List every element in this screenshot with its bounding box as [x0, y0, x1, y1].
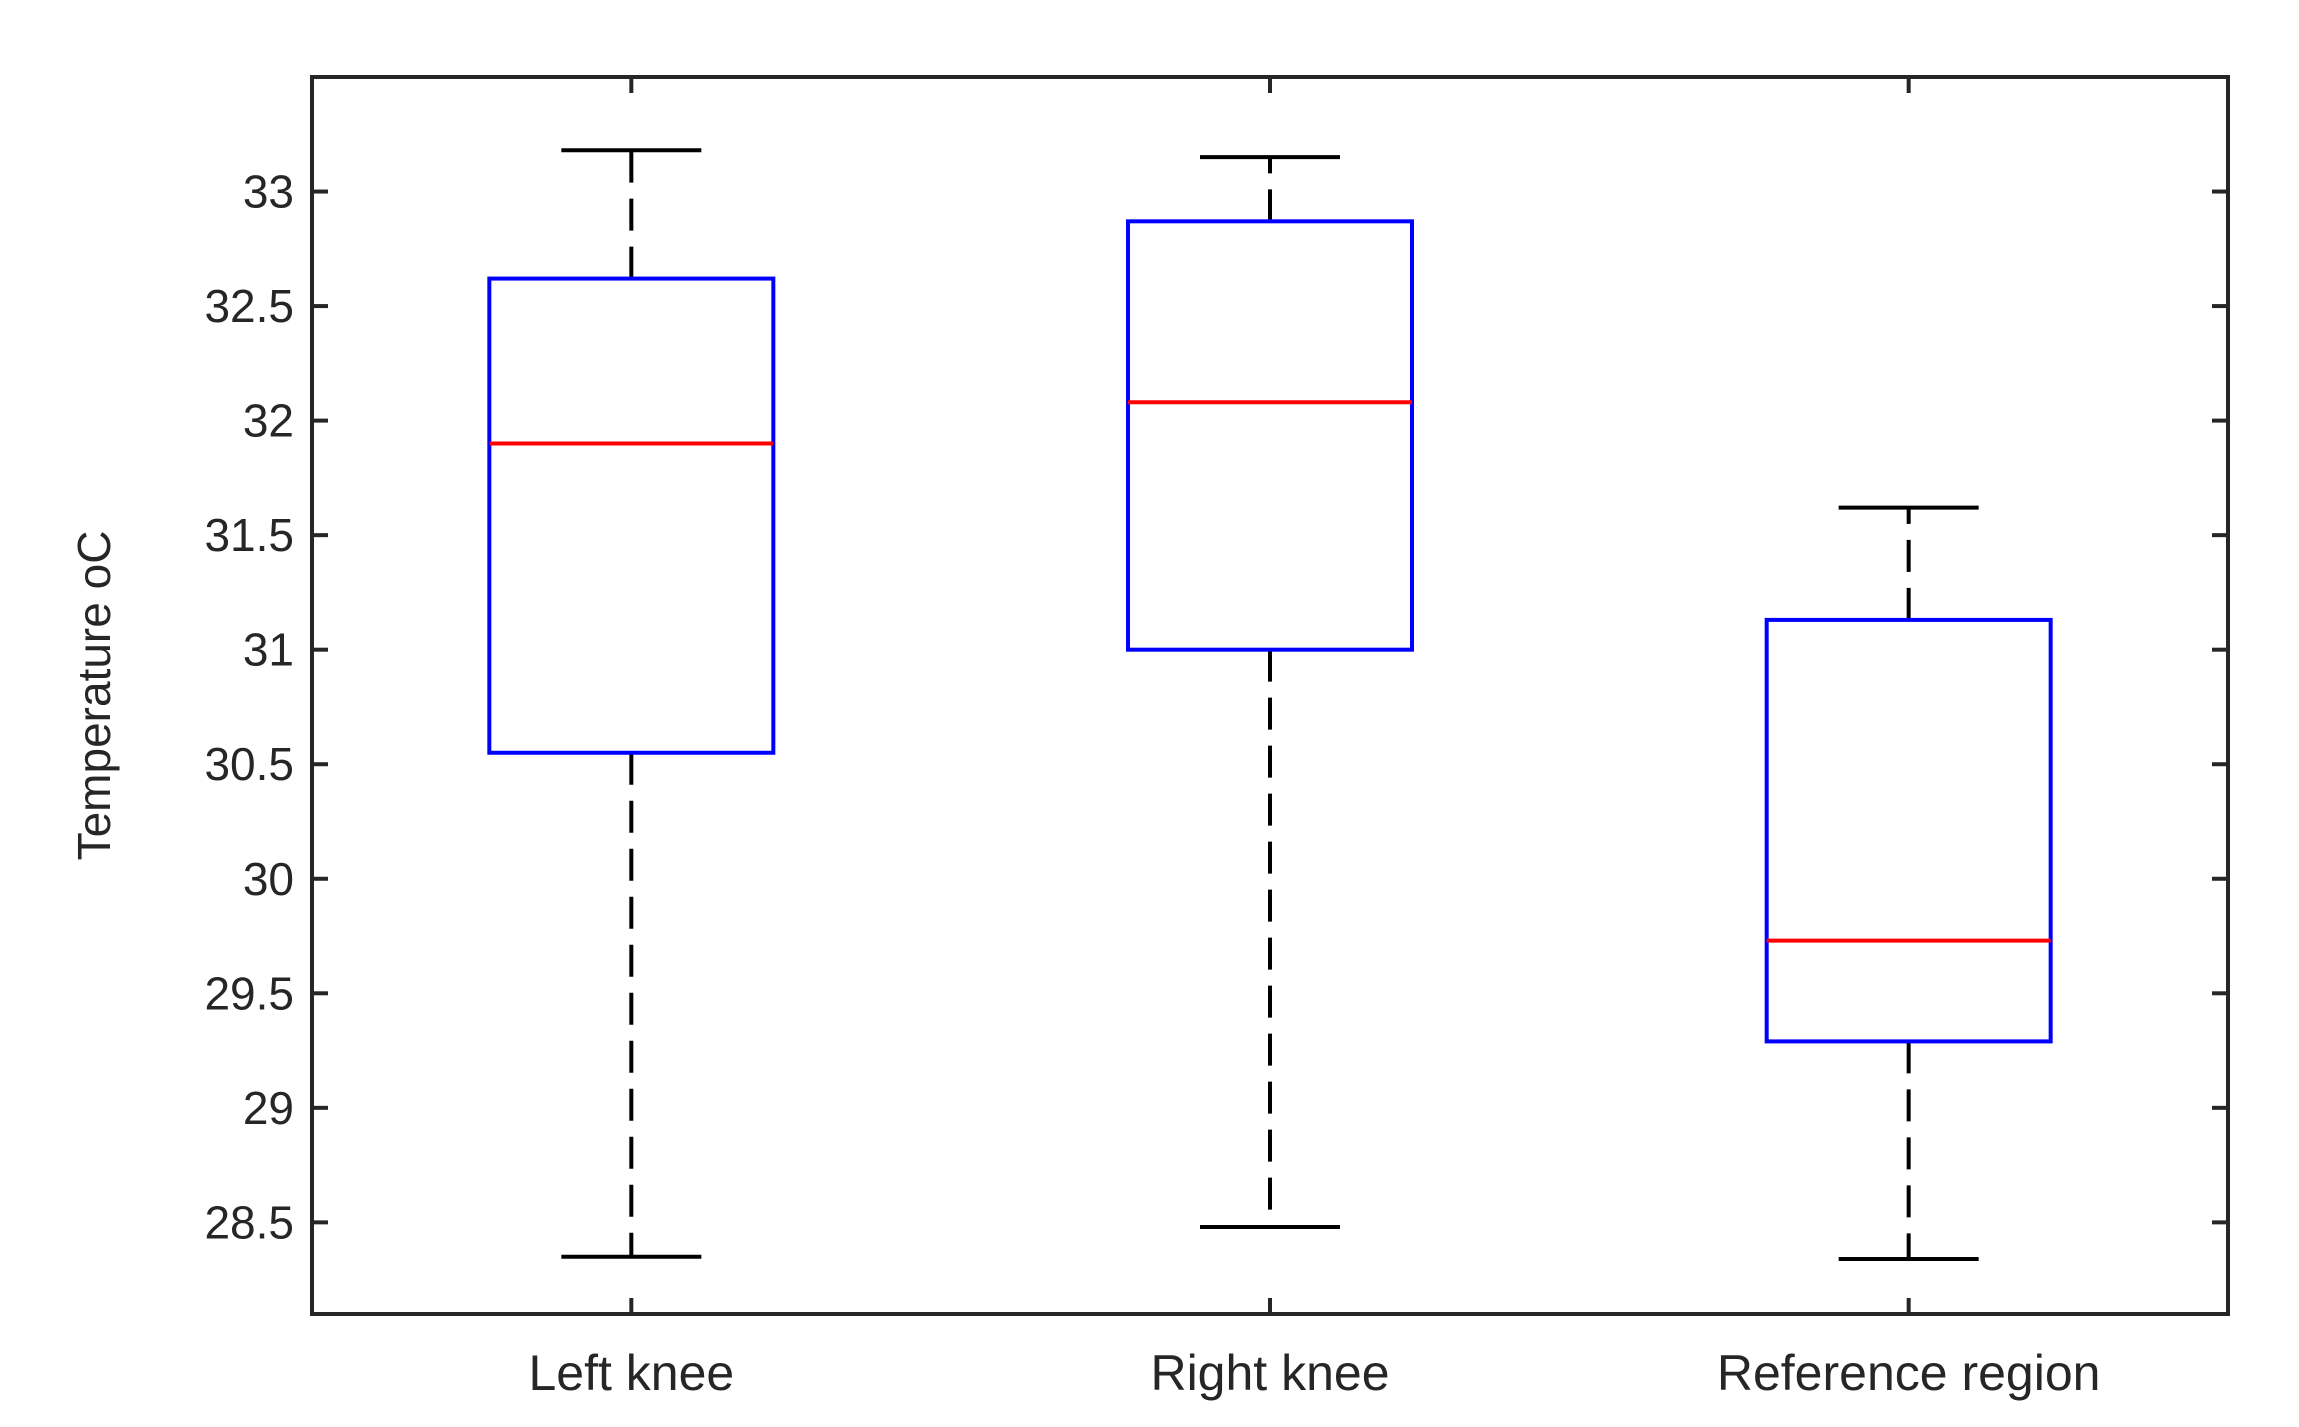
y-tick-label: 29 [243, 1082, 294, 1134]
y-tick-label: 28.5 [204, 1196, 294, 1248]
y-axis-label: Temperature oC [68, 531, 120, 861]
x-tick-label: Right knee [1150, 1345, 1389, 1401]
boxes-layer [487, 148, 2053, 1262]
x-tick-label: Left knee [528, 1345, 734, 1401]
y-tick-label: 31 [243, 624, 294, 676]
y-tick-label: 32 [243, 395, 294, 447]
y-tick-label: 33 [243, 166, 294, 218]
plot-frame [310, 75, 2230, 1316]
box-group [1764, 505, 2053, 1262]
box-rect [487, 276, 776, 755]
y-tick-label: 32.5 [204, 280, 294, 332]
y-tick-label: 30.5 [204, 738, 294, 790]
box-rect [1764, 617, 2053, 1044]
y-tick-label: 31.5 [204, 509, 294, 561]
box-group [1126, 155, 1414, 1229]
x-tick-label: Reference region [1717, 1345, 2101, 1401]
box-group [487, 148, 776, 1259]
y-tick-label: 29.5 [204, 967, 294, 1019]
y-tick-label: 30 [243, 853, 294, 905]
box-rect [1126, 219, 1414, 652]
